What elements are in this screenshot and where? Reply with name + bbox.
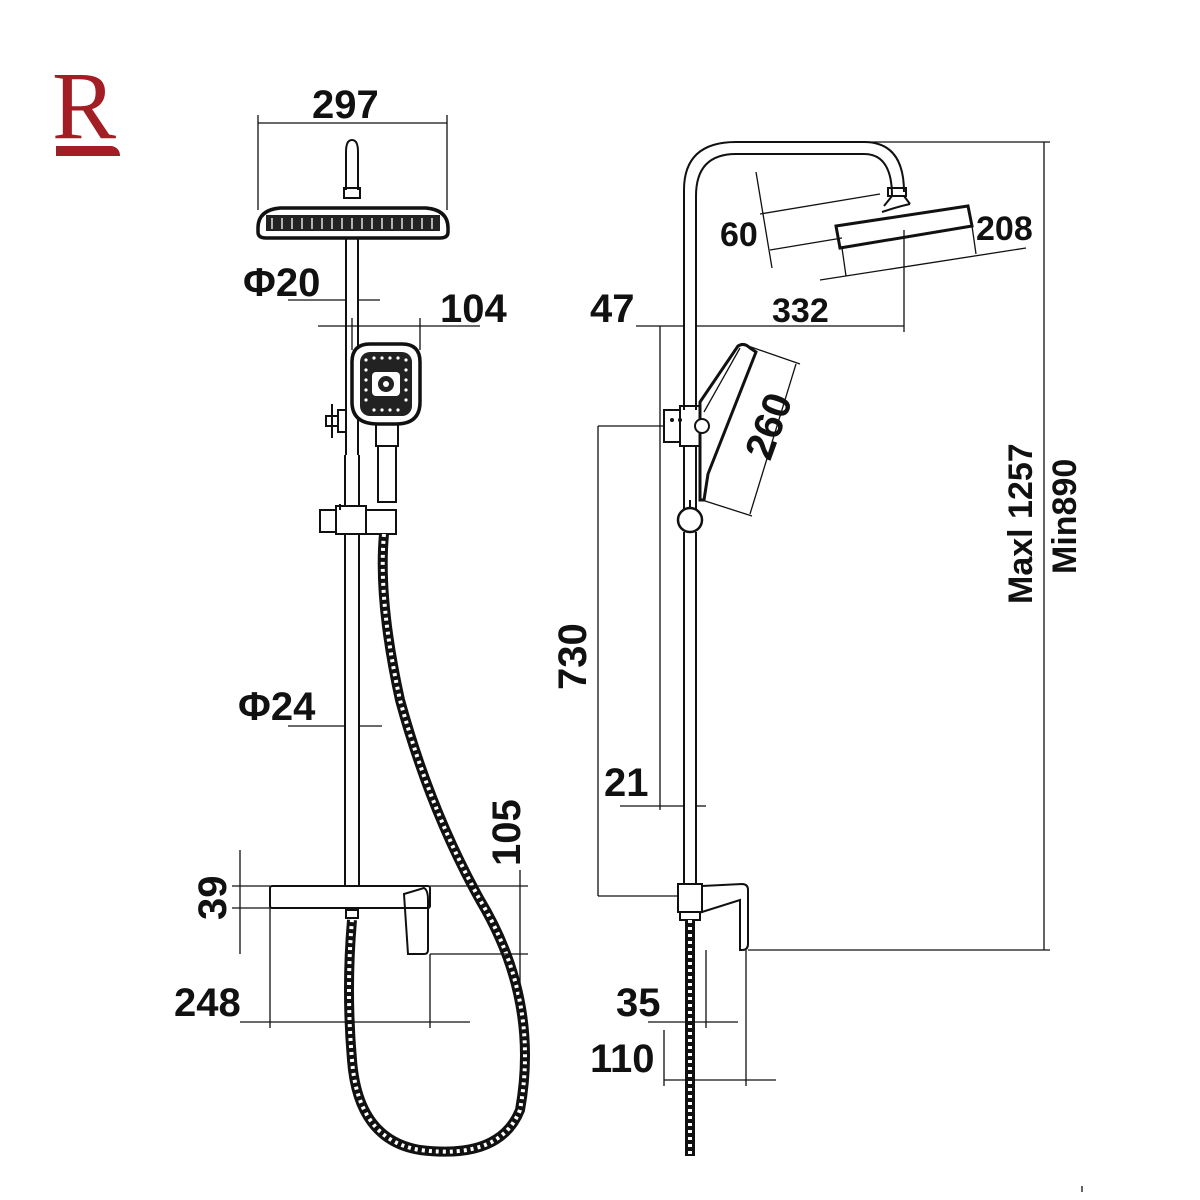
brand-underline [56,146,120,156]
dim-phi20: Φ20 [243,261,320,305]
dim-730: 730 [551,623,595,690]
side-view: 60 208 332 47 260 [551,141,1084,1192]
dim-104: 104 [440,287,507,331]
dim-60: 60 [720,216,758,254]
dim-21: 21 [604,761,649,805]
dim-47: 47 [590,287,635,331]
brand-letter: R [52,52,116,159]
dim-35: 35 [616,981,661,1025]
dim-332: 332 [772,292,829,330]
dim-height-min: Min890 [1046,459,1084,574]
dim-248: 248 [174,981,241,1025]
brand-logo: R [52,52,120,159]
dim-297: 297 [312,83,379,127]
front-view: 297 Φ20 104 [174,83,530,1157]
dim-height-max: Maxl 1257 [1002,443,1040,604]
dim-110: 110 [590,1037,655,1081]
dim-208: 208 [976,210,1033,248]
dim-105: 105 [485,799,529,866]
dim-phi24: Φ24 [238,685,316,729]
dim-39: 39 [191,876,235,921]
